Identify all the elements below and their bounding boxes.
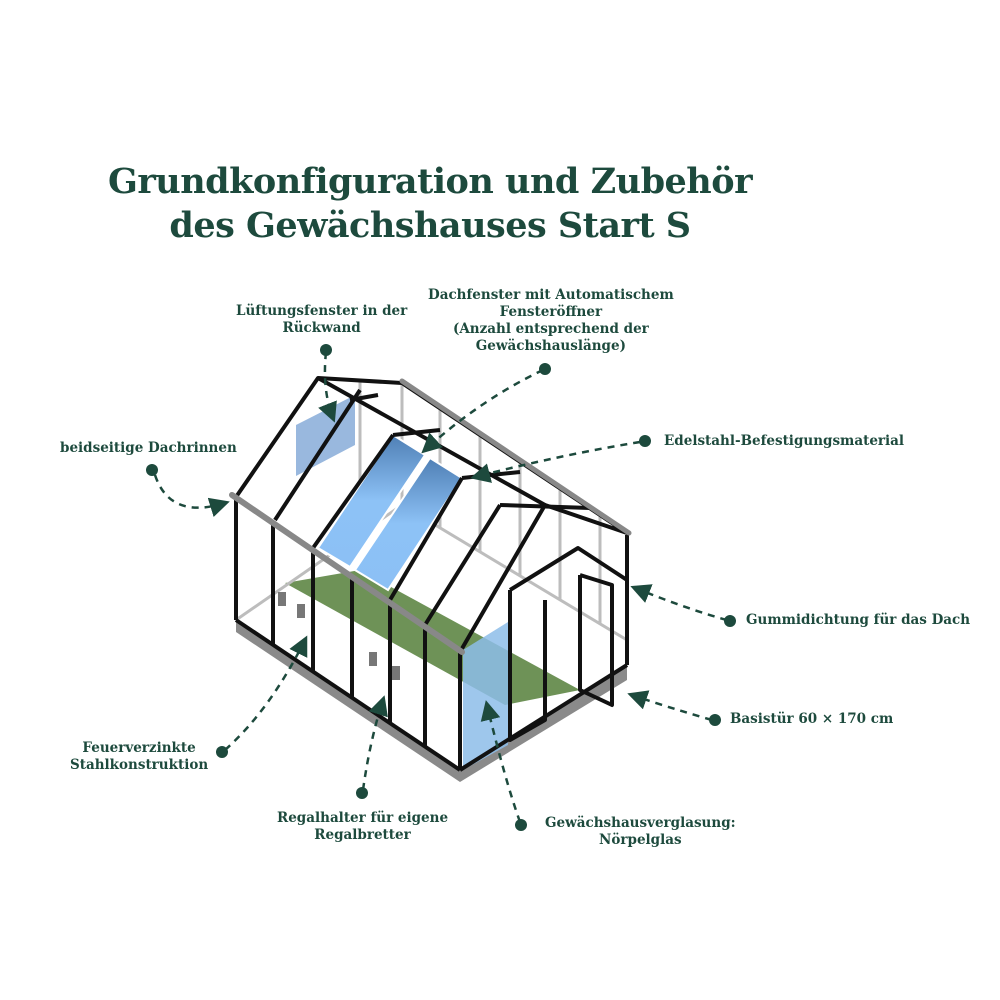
- label-line: Fensteröffner: [499, 304, 603, 320]
- label-roof-window: Dachfenster mit Automatischem Fensteröff…: [428, 287, 674, 355]
- callout-lines: [153, 351, 728, 823]
- label-line: (Anzahl entsprechend der: [452, 321, 649, 337]
- label-line: Lüftungsfenster in der: [236, 303, 408, 319]
- label-glazing: Gewächshausverglasung: Nörpelglas: [545, 815, 736, 849]
- roof-window-2: [353, 456, 464, 592]
- callout-dots: [146, 344, 736, 831]
- label-door: Basistür 60 × 170 cm: [730, 711, 893, 728]
- label-line: Gewächshausverglasung:: [545, 815, 736, 831]
- label-line: Dachfenster mit Automatischem: [428, 287, 674, 303]
- label-line: Edelstahl-Befestigungsmaterial: [664, 433, 905, 449]
- door-glazing: [463, 622, 508, 770]
- label-ventilation-window: Lüftungsfenster in der Rückwand: [236, 303, 407, 337]
- label-line: Regalhalter für eigene: [277, 810, 449, 826]
- label-line: Gummidichtung für das Dach: [746, 612, 971, 628]
- label-line: Regalbretter: [314, 827, 411, 843]
- label-line: beidseitige Dachrinnen: [60, 440, 237, 456]
- gutter-left: [229, 492, 465, 655]
- label-line: Feuerverzinkte: [82, 740, 196, 756]
- shelf-brackets: [278, 592, 400, 680]
- gutter-right: [399, 378, 632, 536]
- label-line: Stahlkonstruktion: [70, 757, 209, 773]
- roof-window-1: [316, 433, 427, 569]
- label-stainless-fasteners: Edelstahl-Befestigungsmaterial: [664, 433, 904, 450]
- label-roof-seal: Gummidichtung für das Dach: [746, 612, 970, 629]
- title-line-2: des Gewächshauses Start S: [169, 205, 691, 246]
- title-line-1: Grundkonfiguration und Zubehör: [107, 161, 753, 202]
- label-line: Nörpelglas: [599, 832, 682, 848]
- label-line: Basistür 60 × 170 cm: [730, 711, 894, 727]
- label-gutters: beidseitige Dachrinnen: [60, 440, 237, 457]
- page-title: Grundkonfiguration und Zubehör des Gewäc…: [100, 160, 760, 248]
- label-line: Rückwand: [282, 320, 361, 336]
- label-line: Gewächshauslänge): [475, 338, 626, 354]
- label-shelf-holders: Regalhalter für eigene Regalbretter: [277, 810, 448, 844]
- ventilation-window: [296, 395, 355, 476]
- label-steel-construction: Feuerverzinkte Stahlkonstruktion: [70, 740, 208, 774]
